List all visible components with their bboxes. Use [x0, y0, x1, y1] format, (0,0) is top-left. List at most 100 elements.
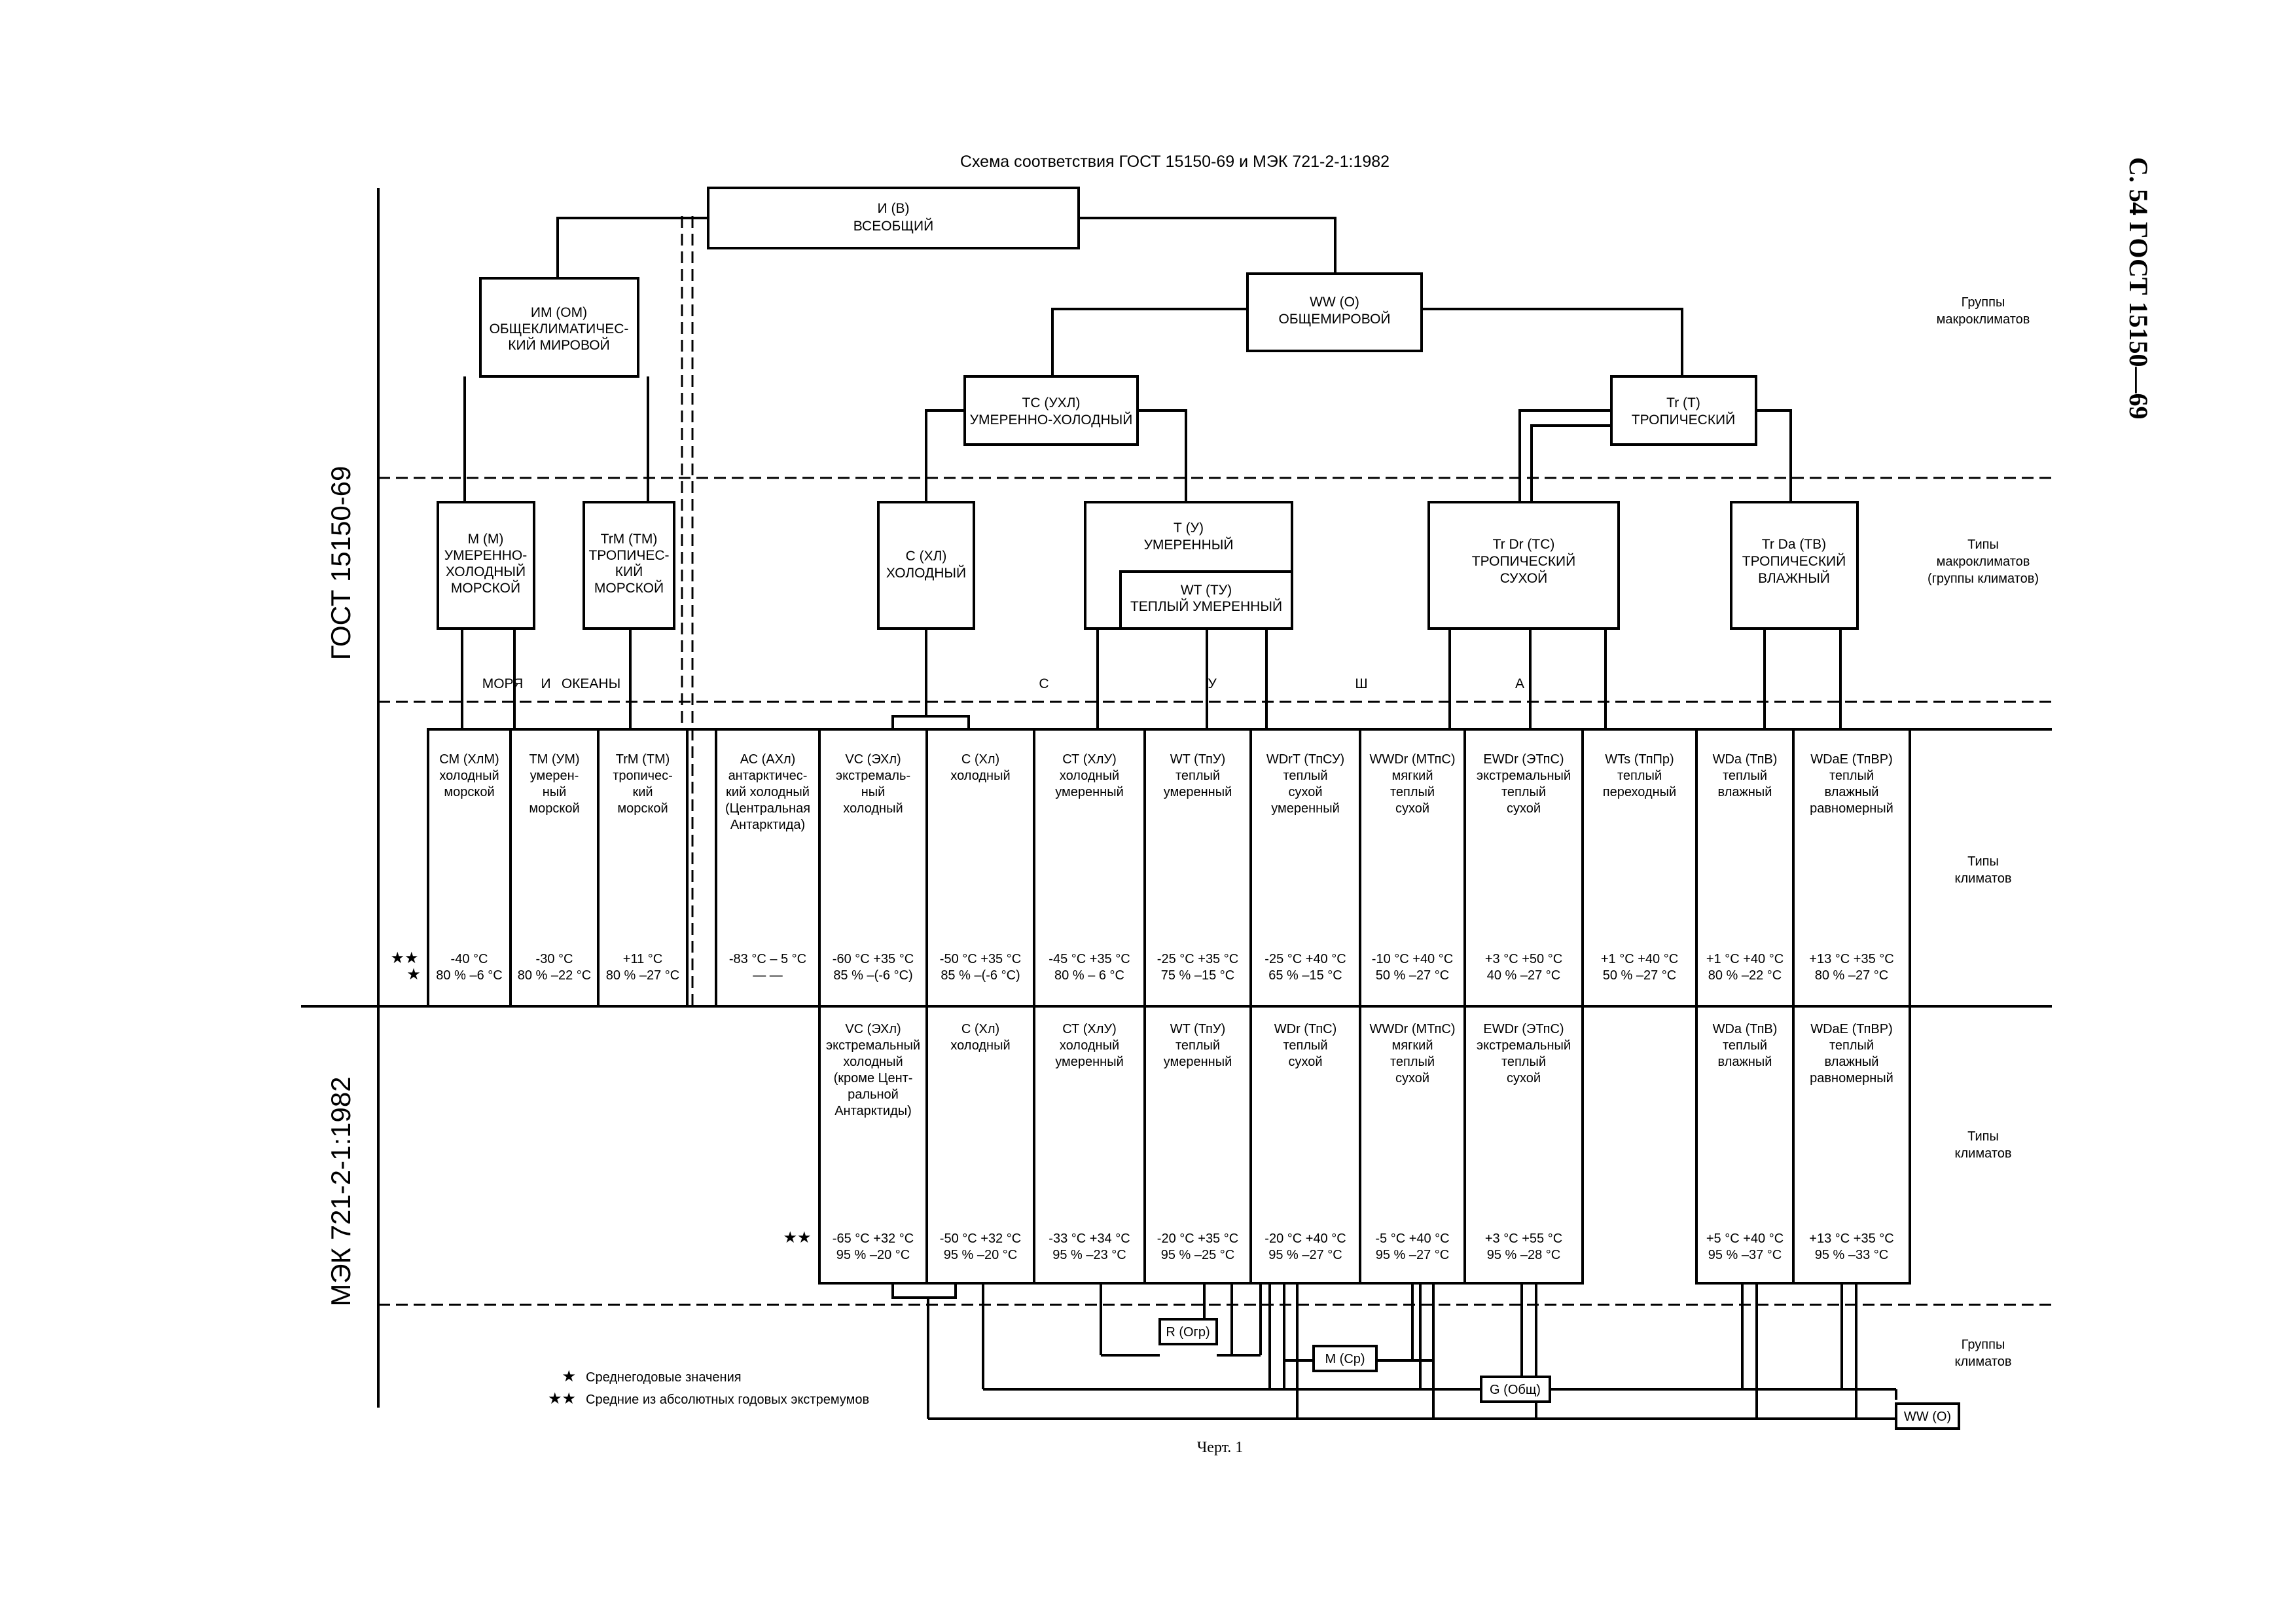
- iec-type-name-line: теплый: [1175, 1038, 1220, 1053]
- gost-type-cell-border: [715, 728, 821, 1008]
- band-labels: МОРЯ И ОКЕАНЫ С У Ш А: [482, 676, 1524, 691]
- macro-group-temperate-cold: ТС (УХЛ) УМЕРЕННО-ХОЛОДНЫЙ: [963, 375, 1139, 446]
- iec-type-name-line: умеренный: [1164, 1055, 1232, 1069]
- svg-text:И: И: [541, 676, 550, 691]
- iec-type-name-line: сухой: [1507, 1071, 1541, 1085]
- iec-type-temperature-range: +5 °С +40 °С: [1706, 1231, 1784, 1246]
- gost-type-name-line: сухой: [1288, 785, 1322, 799]
- svg-text:КИЙ: КИЙ: [615, 564, 643, 579]
- gost-type-name-line: тропичес-: [613, 769, 673, 783]
- iec-group-worldwide: WW (О): [1895, 1402, 1960, 1430]
- svg-text:С: С: [1039, 676, 1049, 691]
- iec-type-name-line: сухой: [1395, 1071, 1429, 1085]
- svg-text:МОРСКОЙ: МОРСКОЙ: [594, 580, 664, 596]
- iec-type-name-line: Антарктиды): [834, 1104, 912, 1118]
- iec-type-name-line: WT (ТпУ): [1170, 1022, 1225, 1036]
- gost-type-name-line: холодный: [843, 801, 903, 816]
- iec-type-name-line: холодный: [950, 1038, 1010, 1053]
- macro-group-general-climatic: ИМ (ОМ) ОБЩЕКЛИМАТИЧЕС- КИЙ МИРОВОЙ: [479, 277, 639, 378]
- gost-type-name-line: холодный: [439, 769, 499, 783]
- gost-type-cell-border: [1463, 728, 1584, 1008]
- diagram-title: Схема соответствия ГОСТ 15150-69 и МЭК 7…: [960, 153, 1390, 171]
- svg-text:(группы климатов): (группы климатов): [1928, 572, 2039, 586]
- iec-type-name-line: VC (ЭХл): [845, 1022, 901, 1036]
- gost-type-name-line: холодный: [950, 769, 1010, 783]
- svg-text:С (ХЛ): С (ХЛ): [906, 549, 947, 564]
- iec-type-humidity-value: 95 % –25 °С: [1161, 1248, 1235, 1262]
- gost-type-cell-border: [1695, 728, 1795, 1008]
- svg-text:ТРОПИЧЕСКИЙ: ТРОПИЧЕСКИЙ: [1632, 412, 1735, 428]
- iec-type-cell: С (Хл)холодный-50 °С +32 °С95 % –20 °С: [925, 1005, 1035, 1285]
- macro-group-general-world: WW (О) ОБЩЕМИРОВОЙ: [1246, 272, 1423, 352]
- iec-type-name-line: СТ (ХлУ): [1062, 1022, 1117, 1036]
- svg-text:ВЛАЖНЫЙ: ВЛАЖНЫЙ: [1758, 570, 1830, 586]
- svg-text:WW (О): WW (О): [1904, 1410, 1951, 1424]
- svg-text:ТЕПЛЫЙ УМЕРЕННЫЙ: ТЕПЛЫЙ УМЕРЕННЫЙ: [1130, 598, 1282, 614]
- gost-type-cell-border: [1581, 728, 1698, 1008]
- gost-side-label: ГОСТ 15150-69: [325, 466, 356, 661]
- gost-type-humidity-value: 80 % – 6 °С: [1054, 968, 1124, 983]
- svg-text:климатов: климатов: [1955, 1355, 2012, 1369]
- gost-type-name-line: EWDr (ЭТпС): [1483, 752, 1564, 767]
- gost-type-temperature-range: -25 °С +40 °С: [1265, 952, 1346, 966]
- gost-type-name-line: переходный: [1603, 785, 1676, 799]
- gost-type-humidity-value: 40 % –27 °С: [1487, 968, 1561, 983]
- svg-text:климатов: климатов: [1955, 871, 2012, 886]
- iec-type-temperature-range: +13 °С +35 °С: [1809, 1231, 1893, 1246]
- gost-type-temperature-range: +3 °С +50 °С: [1485, 952, 1562, 966]
- iec-type-name-line: WDaE (ТпВР): [1810, 1022, 1893, 1036]
- gost-type-name-line: сухой: [1507, 801, 1541, 816]
- figure-caption: Черт. 1: [1197, 1439, 1244, 1456]
- iec-group-general: G (Общ): [1480, 1376, 1551, 1403]
- gost-type-humidity-value: 50 % –27 °С: [1376, 968, 1450, 983]
- iec-type-name-line: EWDr (ЭТпС): [1483, 1022, 1564, 1036]
- macro-type-tropical-marine: TrМ (ТМ) ТРОПИЧЕС- КИЙ МОРСКОЙ: [583, 501, 675, 630]
- iec-type-humidity-value: 95 % –20 °С: [836, 1248, 910, 1262]
- svg-text:СУХОЙ: СУХОЙ: [1500, 570, 1548, 586]
- gost-type-cell-border: [1033, 728, 1146, 1008]
- svg-text:УМЕРЕННЫЙ: УМЕРЕННЫЙ: [1144, 537, 1234, 553]
- gost-type-name-line: СМ (ХлМ): [439, 752, 499, 767]
- svg-text:макроклиматов: макроклиматов: [1937, 312, 2030, 327]
- gost-type-cell-border: [1143, 728, 1252, 1008]
- gost-type-humidity-value: 50 % –27 °С: [1603, 968, 1677, 983]
- svg-text:КИЙ МИРОВОЙ: КИЙ МИРОВОЙ: [508, 337, 609, 353]
- iec-type-humidity-value: 95 % –28 °С: [1487, 1248, 1561, 1262]
- svg-text:Группы: Группы: [1962, 295, 2005, 310]
- gost-type-cell-border: [925, 728, 1035, 1008]
- iec-type-temperature-range: -33 °С +34 °С: [1049, 1231, 1130, 1246]
- gost-type-humidity-value: 80 % –27 °С: [1815, 968, 1889, 983]
- svg-text:Т (У): Т (У): [1174, 520, 1204, 536]
- gost-type-name-line: теплый: [1829, 769, 1874, 783]
- macro-type-cold: С (ХЛ) ХОЛОДНЫЙ: [877, 501, 975, 630]
- iec-type-cell-border: [818, 1005, 928, 1285]
- gost-type-name-line: теплый: [1501, 785, 1546, 799]
- svg-text:МОРСКОЙ: МОРСКОЙ: [451, 580, 520, 596]
- iec-type-name-line: теплый: [1829, 1038, 1874, 1053]
- gost-type-humidity-value: 85 % –(-6 °С): [941, 968, 1020, 983]
- gost-type-name-line: умеренный: [1164, 785, 1232, 799]
- iec-type-humidity-value: 95 % –20 °С: [944, 1248, 1018, 1262]
- page-label: С. 54 ГОСТ 15150—69: [2124, 157, 2153, 420]
- svg-text:Типы: Типы: [1967, 538, 1999, 552]
- gost-type-name-line: теплый: [1390, 785, 1435, 799]
- iec-type-humidity-value: 95 % –23 °С: [1052, 1248, 1126, 1262]
- gost-type-name-line: С (Хл): [961, 752, 999, 767]
- svg-text:ВСЕОБЩИЙ: ВСЕОБЩИЙ: [853, 218, 933, 234]
- macro-group-tropical: Tr (Т) ТРОПИЧЕСКИЙ: [1610, 375, 1757, 446]
- gost-type-name-line: сухой: [1395, 801, 1429, 816]
- gost-type-name-line: экстремаль-: [836, 769, 910, 783]
- gost-type-name-line: влажный: [1718, 785, 1772, 799]
- svg-text:ТРОПИЧЕСКИЙ: ТРОПИЧЕСКИЙ: [1742, 553, 1846, 569]
- gost-type-temperature-range: -83 °С – 5 °С: [729, 952, 806, 966]
- iec-type-cell-border: [1359, 1005, 1466, 1285]
- gost-type-name-line: кий: [632, 785, 653, 799]
- macro-type-tropical-humid: Tr Da (ТВ) ТРОПИЧЕСКИЙ ВЛАЖНЫЙ: [1730, 501, 1859, 630]
- svg-text:УМЕРЕННО-ХОЛОДНЫЙ: УМЕРЕННО-ХОЛОДНЫЙ: [970, 412, 1133, 428]
- gost-type-name-line: WDa (ТпВ): [1713, 752, 1778, 767]
